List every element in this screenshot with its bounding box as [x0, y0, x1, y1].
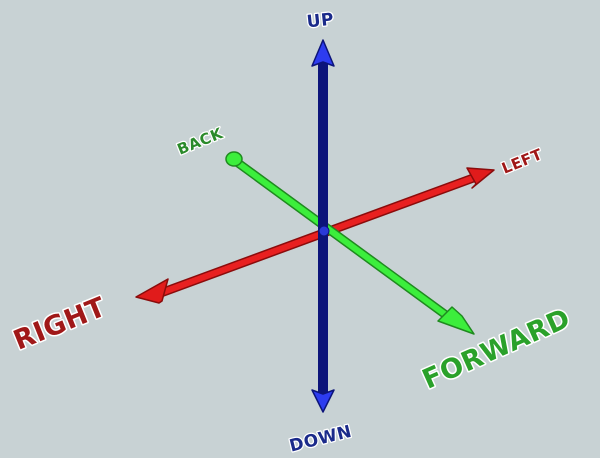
left-label: LEFT [499, 145, 545, 178]
up-arrowhead [311, 39, 335, 67]
back-label: BACK [175, 124, 227, 159]
left-arrowhead [466, 167, 495, 189]
down-label: DOWN [288, 422, 354, 457]
forward-back-axis [225, 151, 475, 335]
left-right-axis [135, 167, 495, 304]
back-arrow-end [225, 151, 243, 167]
up-label: UP [306, 10, 335, 33]
right-arrowhead [135, 278, 169, 304]
forward-back-axis-shaft-highlight [231, 157, 453, 321]
origin-point [318, 225, 330, 237]
right-label: RIGHT [9, 292, 110, 357]
forward-arrowhead [437, 306, 475, 335]
down-arrowhead [311, 389, 335, 413]
left-right-axis-shaft-highlight [155, 174, 479, 297]
